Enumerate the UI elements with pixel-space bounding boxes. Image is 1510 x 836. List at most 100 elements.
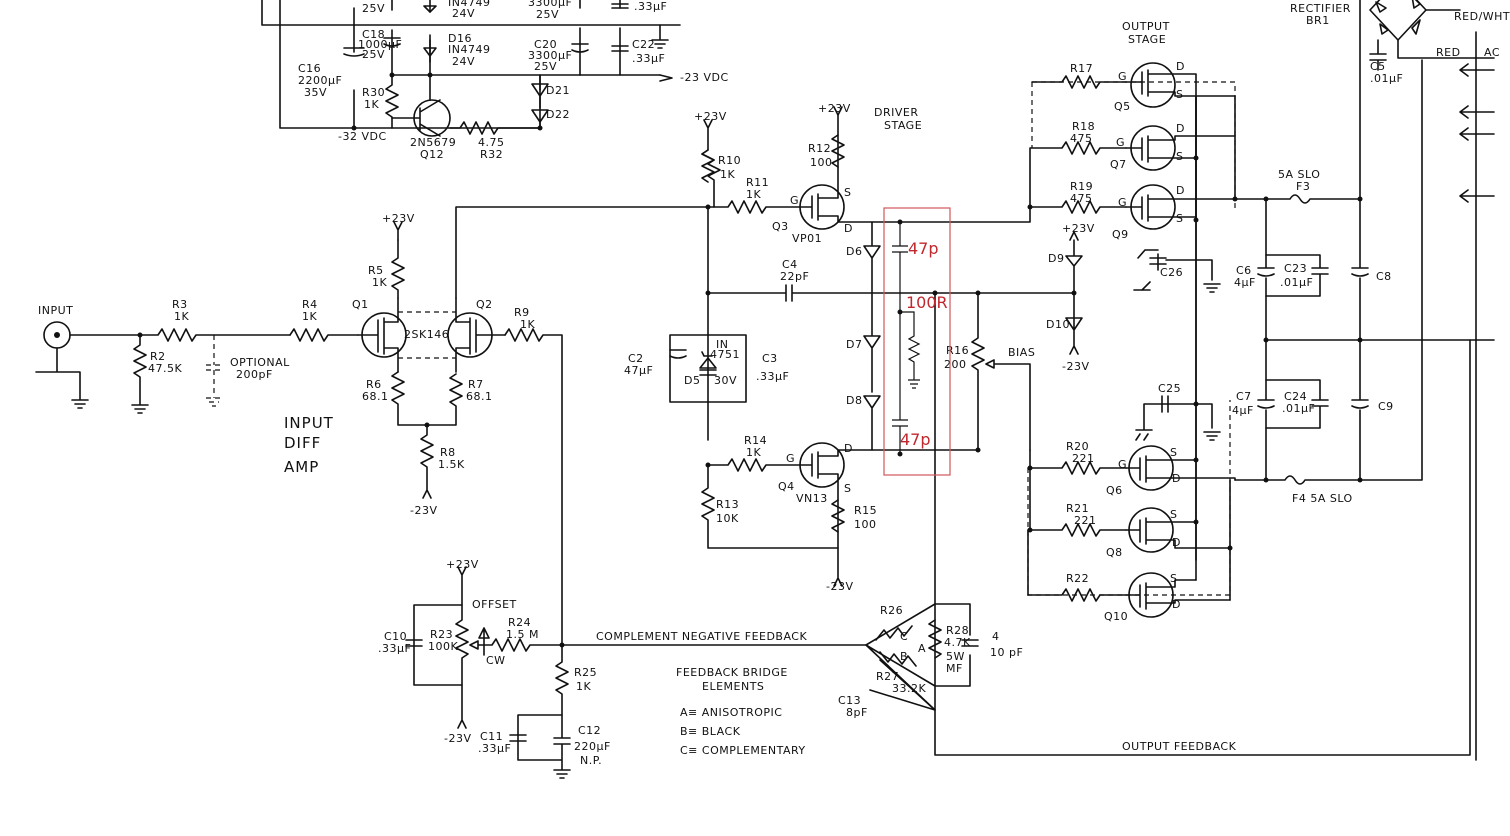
- q10-name: Q10: [1104, 610, 1128, 623]
- driver-title-1: DRIVER: [874, 106, 918, 119]
- c5-value: .01μF: [1370, 72, 1403, 85]
- cfb-value: 10 pF: [990, 646, 1023, 659]
- legend-c: C≡ COMPLEMENTARY: [680, 744, 806, 757]
- complement-feedback-label: COMPLEMENT NEGATIVE FEEDBACK: [596, 630, 807, 643]
- r10-rail: +23V: [694, 110, 727, 123]
- q5-name: Q5: [1114, 100, 1131, 113]
- d5-name: D5: [684, 374, 700, 387]
- r15-value: 100: [854, 518, 877, 531]
- driver-stage-section: DRIVER STAGE +23V R10 1K R11 1K +23V R12…: [624, 102, 1075, 593]
- c10-value: .33μF: [378, 642, 411, 655]
- bridge-a: A: [918, 642, 926, 655]
- optional-label: OPTIONAL: [230, 356, 290, 369]
- c22-value: .33μF: [632, 52, 665, 65]
- r11-value: 1K: [746, 188, 761, 201]
- q10-d: D: [1172, 598, 1181, 611]
- c20-value: 3300μF: [528, 49, 572, 62]
- r23-rail-bottom: -23V: [444, 732, 472, 745]
- q8-name: Q8: [1106, 546, 1123, 559]
- c3-name: C3: [762, 352, 778, 365]
- f3-rating: 5A SLO: [1278, 168, 1320, 181]
- r12-name: R12: [808, 142, 831, 155]
- c12-value: 220μF: [574, 740, 611, 753]
- r23-name: R23: [430, 628, 453, 641]
- d9-rail: +23V: [1062, 222, 1095, 235]
- c10-name: C10: [384, 630, 407, 643]
- r16-name: R16: [946, 344, 969, 357]
- r15-name: R15: [854, 504, 877, 517]
- diff-amp-title-3: AMP: [284, 458, 319, 476]
- annotation-resistor: 100R: [906, 293, 948, 312]
- q10-s: S: [1170, 572, 1177, 585]
- q6-s: S: [1170, 446, 1177, 459]
- d22-name: D22: [546, 108, 570, 121]
- q4-g: G: [786, 452, 795, 465]
- r32-value: 4.75: [478, 136, 505, 149]
- driver-title-2: STAGE: [884, 119, 922, 132]
- q9-d: D: [1176, 184, 1185, 197]
- top-24v: 24V: [452, 7, 475, 20]
- q3-g: G: [790, 194, 799, 207]
- q5-s: S: [1176, 88, 1183, 101]
- q3-part: VP01: [792, 232, 822, 245]
- offset-label: OFFSET: [472, 598, 517, 611]
- r10-value: 1K: [720, 168, 735, 181]
- r22-name: R22: [1066, 572, 1089, 585]
- rectifier-label: RECTIFIER: [1290, 2, 1351, 15]
- c2-name: C2: [628, 352, 644, 365]
- c24-name: C24: [1284, 390, 1307, 403]
- r13-value: 10K: [716, 512, 739, 525]
- q3-d: D: [844, 222, 853, 235]
- q7-d: D: [1176, 122, 1185, 135]
- c12-type: N.P.: [580, 754, 602, 767]
- optional-value: 200pF: [236, 368, 273, 381]
- feedback-bridge: R26 C B A R27 33.2K R28 4.7K 5W MF C13 8…: [676, 339, 1471, 757]
- d16-voltage: 24V: [452, 55, 475, 68]
- c26-name: C26: [1160, 266, 1183, 279]
- c20-voltage: 25V: [534, 60, 557, 73]
- r27-name: R27: [876, 670, 899, 683]
- c18-value: 1000μF: [358, 38, 402, 51]
- cw-label: CW: [486, 654, 506, 667]
- c16-voltage: 35V: [304, 86, 327, 99]
- bridge-title-1: FEEDBACK BRIDGE: [676, 666, 788, 679]
- r14-value: 1K: [746, 446, 761, 459]
- r7-value: 68.1: [466, 390, 493, 403]
- r21-name: R21: [1066, 502, 1089, 515]
- r28-type: MF: [946, 662, 963, 675]
- d5-voltage: 30V: [714, 374, 737, 387]
- r24-name: R24: [508, 616, 531, 629]
- annotation-box: [883, 207, 951, 476]
- r25-value: 1K: [576, 680, 591, 693]
- d10-rail: -23V: [1062, 360, 1090, 373]
- annotation-cap-top: 47p: [908, 239, 939, 258]
- diff-amp-title-1: INPUT: [284, 414, 334, 432]
- rectifier-name: BR1: [1306, 14, 1330, 27]
- q6-name: Q6: [1106, 484, 1123, 497]
- r28-name: R28: [946, 624, 969, 637]
- q7-g: G: [1116, 136, 1125, 149]
- q4-name: Q4: [778, 480, 795, 493]
- rail-ac: AC: [1484, 46, 1500, 59]
- c6-name: C6: [1236, 264, 1252, 277]
- output-feedback-label: OUTPUT FEEDBACK: [1122, 740, 1237, 753]
- q5-mosfet: [1130, 62, 1176, 108]
- bridge-title-2: ELEMENTS: [702, 680, 764, 693]
- output-title-2: STAGE: [1128, 33, 1166, 46]
- q8-d: D: [1172, 536, 1181, 549]
- r20-name: R20: [1066, 440, 1089, 453]
- r12-value: 100: [810, 156, 833, 169]
- r15-rail: -23V: [826, 580, 854, 593]
- r18-value: 475: [1070, 132, 1093, 145]
- rail-n32vdc: -32 VDC: [338, 130, 387, 143]
- c11-value: .33μF: [478, 742, 511, 755]
- r5-name: R5: [368, 264, 384, 277]
- d8-name: D8: [846, 394, 862, 407]
- r19-value: 475: [1070, 192, 1093, 205]
- r8-value: 1.5K: [438, 458, 465, 471]
- legend-b: B≡ BLACK: [680, 725, 741, 738]
- r5-value: 1K: [372, 276, 387, 289]
- d16-part: IN4749: [448, 43, 490, 56]
- r2-name: R2: [150, 350, 166, 363]
- r3-value: 1K: [174, 310, 189, 323]
